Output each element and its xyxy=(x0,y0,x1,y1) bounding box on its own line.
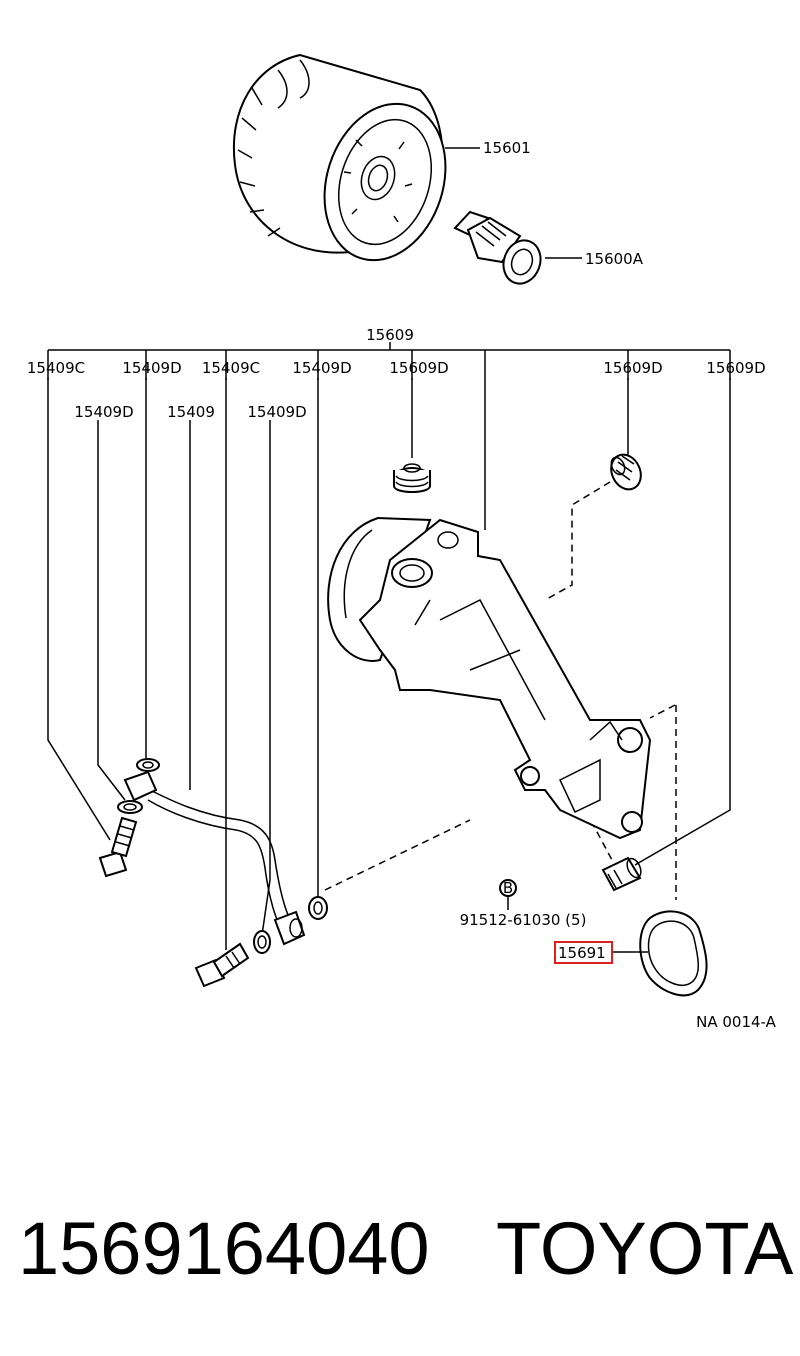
label-15609D-left: 15609D xyxy=(389,359,448,377)
leader-lines xyxy=(47,378,731,950)
label-15409D-lower-1: 15409D xyxy=(74,403,133,421)
highlight-box xyxy=(554,941,613,964)
bolt-marker: B xyxy=(499,879,517,910)
callout-labels: 15601 15600A 15609 15409C 15409D 15409C … xyxy=(27,139,777,1031)
plug-left xyxy=(393,463,431,493)
label-15409D-lower-2: 15409D xyxy=(247,403,306,421)
oil-filter xyxy=(232,53,480,262)
label-15409D-top-1: 15409D xyxy=(122,359,181,377)
label-15609D-far-right: 15609D xyxy=(706,359,765,377)
label-15600A: 15600A xyxy=(585,250,644,268)
plug-lower xyxy=(601,856,642,892)
label-15609: 15609 xyxy=(366,326,414,344)
dashed-lines xyxy=(324,481,677,900)
label-15601: 15601 xyxy=(483,139,531,157)
svg-text:B: B xyxy=(503,879,513,897)
gasket-15691 xyxy=(612,910,708,997)
union-bolt-lower xyxy=(194,942,250,988)
label-15609D-right: 15609D xyxy=(603,359,662,377)
gaskets-lower xyxy=(253,896,328,954)
footer-part-number: 1569164040 xyxy=(18,1207,430,1290)
union-fitting xyxy=(453,210,582,285)
filter-bracket xyxy=(327,516,652,840)
label-15409D-top-2: 15409D xyxy=(292,359,351,377)
label-ref-code: NA 0014-A xyxy=(696,1013,777,1031)
label-15691: 15691 xyxy=(558,944,606,962)
label-15409C-left: 15409C xyxy=(27,359,85,377)
callout-bracket xyxy=(47,342,731,530)
label-91512-61030: 91512-61030 (5) xyxy=(460,911,587,929)
footer-brand: TOYOTA xyxy=(496,1207,794,1290)
label-15409C-mid: 15409C xyxy=(202,359,260,377)
union-bolt-left xyxy=(98,816,138,878)
label-15409: 15409 xyxy=(167,403,215,421)
footer: 1569164040 TOYOTA xyxy=(0,1200,800,1310)
parts-diagram: B 15601 15600A 15609 15409C 15409D 15409… xyxy=(27,53,777,1031)
plug-right xyxy=(610,453,642,491)
oil-pipe xyxy=(117,758,306,946)
